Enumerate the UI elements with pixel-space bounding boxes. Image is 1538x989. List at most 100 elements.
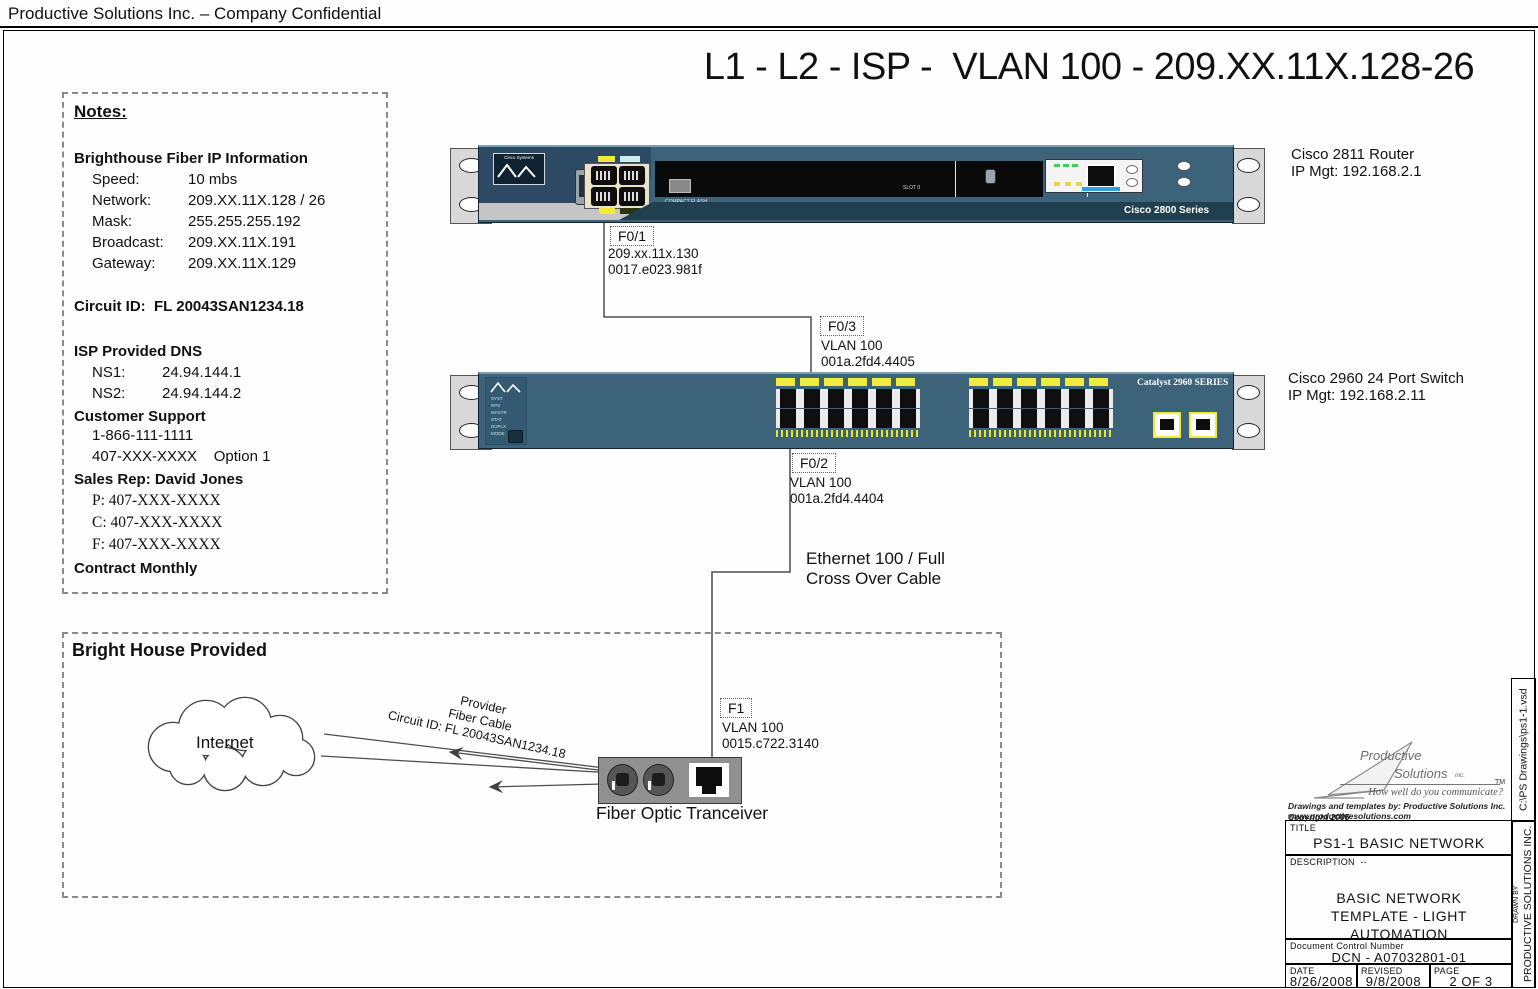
fiber-connector [643, 764, 674, 796]
file-path: C:\PS Drawings\ps1-1.vsd [1517, 688, 1530, 812]
led-label: STAT [491, 417, 502, 422]
rj45-port [591, 187, 617, 206]
transceiver-rj45-tab [702, 786, 716, 794]
green-led-row [1054, 164, 1060, 167]
date-label: DATE [1290, 966, 1315, 976]
ethernet-line-2: Cross Over Cable [806, 569, 942, 588]
titleblock-title-box: TITLE PS1-1 BASIC NETWORK [1285, 820, 1513, 856]
note-label: NS2: [92, 385, 126, 402]
router-callout: Cisco 2811 Router IP Mgt: 192.168.2.1 [1291, 146, 1422, 180]
fiber-connector-notch [648, 781, 651, 790]
port-row [969, 389, 1113, 408]
mount-hole [1237, 385, 1260, 400]
note-row: Gateway: 209.XX.11X.129 [92, 255, 376, 272]
port-label-yellow [599, 208, 615, 214]
port-label-f0-1: F0/1 [610, 226, 655, 246]
note-value: 209.XX.11X.129 [188, 255, 297, 272]
cisco-2960-switch: SYST RPS MASTR STAT DUPLX MODE [450, 370, 1265, 450]
mac-address: 0015.c722.3140 [722, 736, 819, 751]
sales-rep-heading: Sales Rep: David Jones [74, 471, 244, 488]
port-info-f0-2: VLAN 100 001a.2fd4.4404 [790, 475, 884, 507]
titleblock-revised-box: REVISED 9/8/2008 [1356, 963, 1431, 989]
note-label: Broadcast: [92, 234, 164, 251]
uplink-port-inner [1196, 419, 1210, 430]
ps-logo-swoosh [1313, 741, 1413, 799]
port-number-strip [776, 378, 920, 386]
ip-address: 209.xx.11x.130 [608, 246, 699, 261]
note-value: 24.94.144.1 [162, 364, 242, 381]
port-label-f0-2: F0/2 [792, 453, 837, 473]
uplink-port-inner [1160, 419, 1174, 430]
bright-house-box: Bright House Provided [62, 632, 1002, 898]
port-row [969, 409, 1113, 428]
drawn-by-strip: DRAWN BY PRODUCTIVE SOLUTIONS INC. [1511, 820, 1536, 988]
header-rule [0, 26, 1538, 28]
sales-phone-p: P: 407-XXX-XXXX [92, 492, 221, 509]
support-heading: Customer Support [74, 408, 206, 425]
vlan-label: VLAN 100 [790, 475, 852, 490]
switch-left-panel: SYST RPS MASTR STAT DUPLX MODE [485, 377, 527, 445]
note-row: NS2: 24.94.144.2 [92, 385, 376, 402]
logo-inc: inc. [1455, 772, 1466, 779]
note-row: Broadcast: 209.XX.11X.191 [92, 234, 376, 251]
router-port-cluster [584, 163, 650, 209]
fiber-connector-notch [612, 781, 615, 790]
vlan-label: VLAN 100 [722, 720, 784, 735]
rj45-port [619, 166, 645, 185]
dns-heading: ISP Provided DNS [74, 343, 203, 360]
internet-cloud [147, 696, 316, 792]
drawn-by-label: DRAWN BY [1513, 885, 1520, 923]
description-value: BASIC NETWORK TEMPLATE - LIGHT AUTOMATIO… [1330, 890, 1468, 942]
description-label: DESCRIPTION -- [1290, 857, 1368, 867]
drawn-by-value: PRODUCTIVE SOLUTIONS INC. [1522, 825, 1534, 983]
fiber-connector-core [652, 773, 665, 786]
transceiver-rj45-port [696, 767, 722, 786]
transceiver-label: Fiber Optic Tranceiver [596, 803, 769, 823]
port-info-f0-3: VLAN 100 001a.2fd4.4405 [821, 338, 915, 370]
fiber-connector [607, 764, 638, 796]
note-value: 24.94.144.2 [162, 385, 242, 402]
led-label: SYST [491, 396, 503, 401]
notes-box: Notes: Brighthouse Fiber IP Information … [62, 92, 388, 594]
fiber-info-heading: Brighthouse Fiber IP Information [74, 150, 308, 167]
mac-address: 001a.2fd4.4404 [790, 491, 884, 506]
port-number-strip [969, 378, 1113, 386]
module-slot-area: SLOT 0 [655, 161, 1088, 197]
port-row [776, 389, 920, 408]
slot-divider [955, 161, 956, 197]
port-group-2 [969, 374, 1113, 444]
note-label: Gateway: [92, 255, 156, 272]
note-value: 255.255.255.192 [188, 213, 301, 230]
router-name: Cisco 2811 Router [1291, 146, 1415, 163]
contract-note: Contract Monthly [74, 560, 198, 577]
note-row: Speed:10 mbs [92, 171, 376, 188]
note-value: 10 mbs [188, 171, 238, 188]
dcn-value: DCN - A07032801-01 [1331, 950, 1467, 965]
logo-tagline: How well do you communicate? [1368, 787, 1503, 798]
note-value: 209.XX.11X.128 / 26 [188, 192, 326, 209]
port-group-1 [776, 374, 920, 444]
wic-blue-label [1082, 187, 1120, 191]
screw [985, 169, 996, 184]
page-label: PAGE [1434, 966, 1460, 976]
fiber-transceiver [598, 757, 742, 804]
support-phone-2: 407-XXX-XXXX Option 1 [92, 448, 271, 465]
led-label: MASTR [491, 410, 507, 415]
cisco-bridge-icon [497, 163, 536, 178]
note-label: Network: [92, 192, 152, 209]
circuit-id: Circuit ID: FL 20043SAN1234.18 [74, 298, 304, 315]
tick-band [776, 430, 920, 437]
note-value: 209.XX.11X.191 [188, 234, 297, 251]
logo-tm: TM [1495, 779, 1506, 786]
logo-line-2: Solutions [1394, 766, 1448, 781]
cisco-logo: Cisco Systems [493, 153, 545, 185]
diagram-title: L1 - L2 - ISP - VLAN 100 - 209.XX.11X.12… [703, 46, 1475, 88]
port-info-f0-1: 209.xx.11x.130 0017.e023.981f [608, 246, 702, 278]
mount-hole [1237, 423, 1260, 438]
title-label: TITLE [1290, 823, 1317, 833]
led-oval [1177, 177, 1191, 187]
rj45-port [619, 187, 645, 206]
switch-series-label: Catalyst 2960 SERIES [1137, 378, 1229, 388]
cloud-label: Internet [196, 733, 254, 752]
note-label: NS1: [92, 364, 126, 381]
